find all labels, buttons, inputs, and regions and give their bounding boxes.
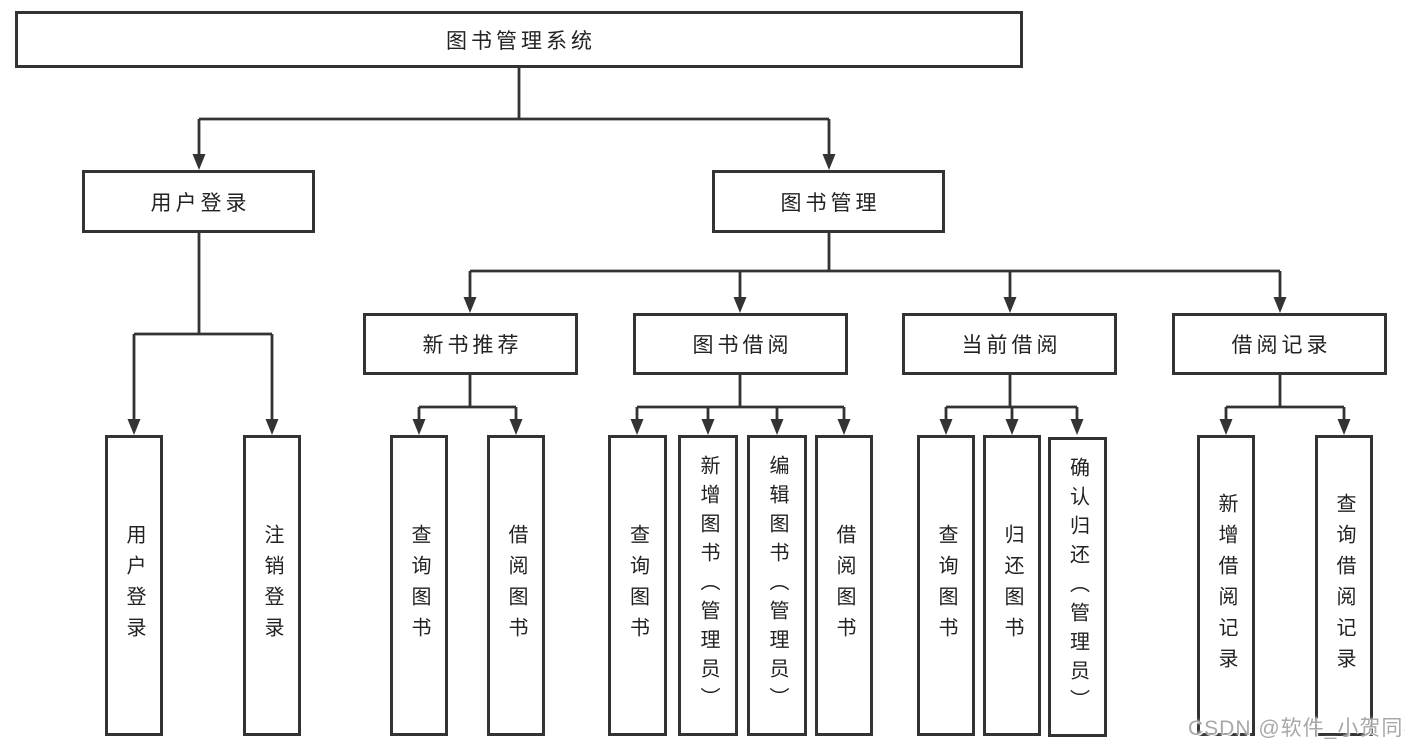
leaf-add-books-admin-label: 新增图书（管理员）: [697, 455, 719, 716]
node-user-login-label: 用户登录: [150, 191, 251, 215]
leaf-user-login: 用户登录: [105, 435, 163, 736]
leaf-query-books-2-label: 查询图书: [626, 523, 649, 648]
leaf-add-borrow-record-label: 新增借阅记录: [1215, 492, 1237, 679]
leaf-query-books-3: 查询图书: [917, 435, 975, 736]
leaf-borrow-books-1: 借阅图书: [487, 435, 545, 736]
node-borrowing-records: 借阅记录: [1172, 313, 1387, 375]
node-user-login: 用户登录: [82, 170, 315, 233]
leaf-user-login-label: 用户登录: [123, 523, 145, 648]
node-book-management: 图书管理: [712, 170, 945, 233]
leaf-add-borrow-record: 新增借阅记录: [1197, 435, 1255, 736]
node-root-label: 图书管理系统: [446, 29, 596, 53]
leaf-borrow-books-1-label: 借阅图书: [505, 523, 527, 648]
node-book-borrowing-label: 图书借阅: [692, 334, 793, 357]
arrowheads: [127, 154, 1351, 435]
leaf-confirm-return-admin-label: 确认归还（管理员）: [1066, 456, 1089, 718]
node-root: 图书管理系统: [15, 11, 1023, 68]
connector-shafts: [132, 68, 1346, 423]
leaf-logout-label: 注销登录: [261, 523, 283, 648]
leaf-query-books-1: 查询图书: [390, 435, 448, 736]
leaf-edit-books-admin: 编辑图书（管理员）: [747, 435, 807, 736]
leaf-query-borrow-record: 查询借阅记录: [1315, 435, 1373, 736]
leaf-return-books-label: 归还图书: [1001, 523, 1023, 648]
leaf-query-books-1-label: 查询图书: [408, 523, 430, 648]
leaf-return-books: 归还图书: [983, 435, 1041, 736]
leaf-edit-books-admin-label: 编辑图书（管理员）: [766, 455, 788, 716]
node-new-book-recommend: 新书推荐: [363, 313, 578, 375]
leaf-confirm-return-admin: 确认归还（管理员）: [1048, 437, 1107, 737]
node-borrowing-records-label: 借阅记录: [1231, 334, 1332, 357]
leaf-add-books-admin: 新增图书（管理员）: [678, 435, 738, 736]
csdn-watermark: CSDN @软件_小贺同学: [1188, 717, 1405, 740]
leaf-borrow-books-2: 借阅图书: [815, 435, 873, 736]
node-book-borrowing: 图书借阅: [633, 313, 848, 375]
leaf-borrow-books-2-label: 借阅图书: [833, 523, 855, 648]
node-current-borrowing: 当前借阅: [902, 313, 1117, 375]
leaf-query-borrow-record-label: 查询借阅记录: [1333, 492, 1355, 679]
node-book-management-label: 图书管理: [780, 191, 881, 215]
node-new-book-recommend-label: 新书推荐: [422, 334, 523, 357]
leaf-logout: 注销登录: [243, 435, 301, 736]
leaf-query-books-3-label: 查询图书: [935, 523, 957, 648]
node-current-borrowing-label: 当前借阅: [961, 334, 1062, 357]
leaf-query-books-2: 查询图书: [608, 435, 667, 736]
